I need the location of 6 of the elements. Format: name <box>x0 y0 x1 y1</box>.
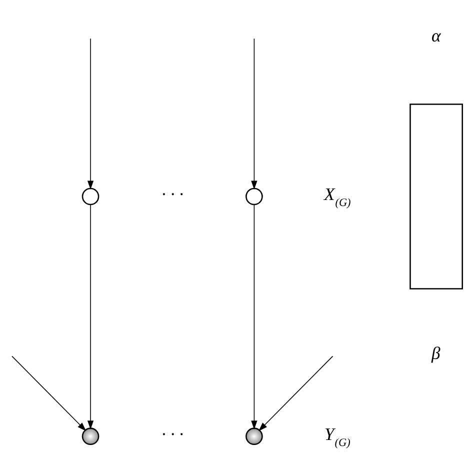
label: · · · <box>162 424 184 444</box>
label: α <box>431 25 441 46</box>
label: β <box>431 343 440 364</box>
label: · · · <box>162 184 184 204</box>
node-label: Y$_{(G)}$ <box>324 424 350 450</box>
node-label: X$_{(G)}$ <box>324 184 351 210</box>
